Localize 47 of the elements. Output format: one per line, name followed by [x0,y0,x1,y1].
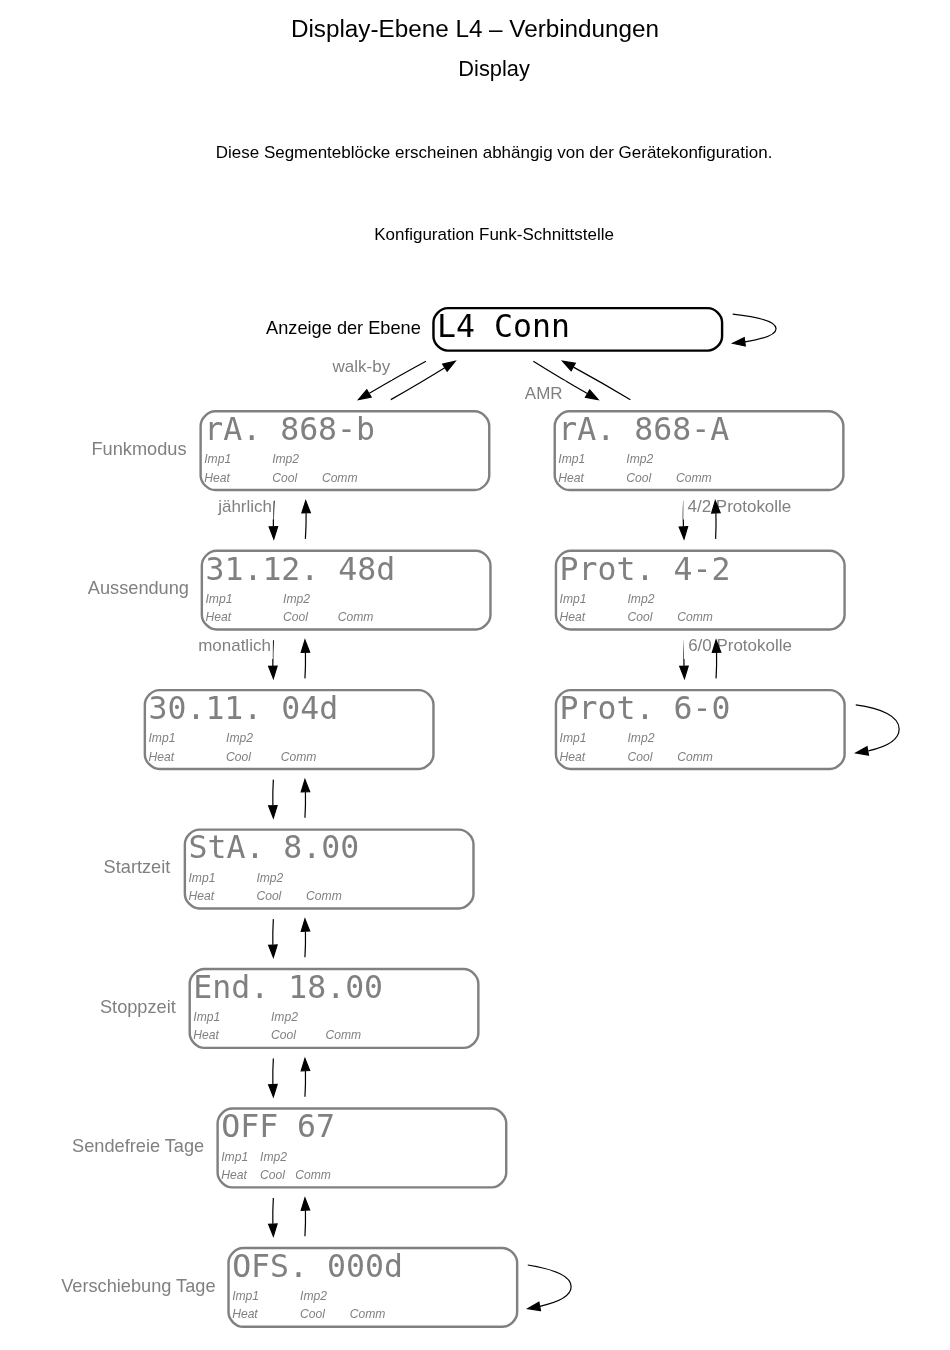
arrow [730,313,777,347]
arrow [267,1057,278,1099]
node-box: 30.11. 04d Imp1 Imp2 Heat Cool Comm [143,688,435,771]
node-box: End. 18.00 Imp1 Imp2 Heat Cool Comm [188,967,480,1050]
node-label: Funkmodus [91,438,187,459]
edge-label: 4/2 Protokolle [687,496,792,516]
node-box: Prot. 6-0 Imp1 Imp2 Heat Cool Comm [554,688,846,771]
node-label: Verschiebung Tage [61,1275,216,1296]
node-label: Anzeige der Ebene [266,317,421,338]
edge-label: AMR [524,383,563,403]
arrow [532,360,600,401]
arrow [711,638,722,679]
node-box: StA. 8.00 Imp1 Imp2 Heat Cool Comm [183,828,475,910]
label: Diese Segmenteblöcke erscheinen abhängig von der Gerätekonfiguration. [215,143,773,163]
arrow [300,777,311,819]
arrow [560,360,631,401]
node-box: L4 Conn [432,306,724,352]
node-box: Prot. 4-2 Imp1 Imp2 Heat Cool Comm [554,549,846,631]
node-label: Startzeit [103,857,171,878]
label: Konfiguration Funk-Schnittstelle [374,225,614,245]
edge-label: monatlich [198,636,271,656]
arrow [853,704,900,756]
edge-label: 6/0 Protokolle [688,636,792,656]
arrow [301,498,312,540]
edge-label: jährlich [218,496,272,516]
arrow [267,1197,278,1239]
arrow [710,498,721,540]
node-label: Sendefreie Tage [72,1136,205,1157]
node-label: Stoppzeit [99,996,176,1017]
diagram-title: Display-Ebene L4 – Verbindungen [290,15,660,43]
node-box: rA. 868-A Imp1 Imp2 Heat Cool Comm [553,410,845,492]
arrow [356,360,427,401]
arrow [267,918,278,960]
node-label: Aussendung [87,578,189,599]
arrow [390,360,457,401]
arrow [525,1264,572,1312]
label: Display [458,56,530,82]
arrow [300,1056,311,1098]
node-box: OFF 67 Imp1 Imp2 Heat Cool Comm [216,1107,508,1189]
node-box: 31.12. 48d Imp1 Imp2 Heat Cool Comm [200,549,492,631]
node-box: rA. 868-b Imp1 Imp2 Heat Cool Comm [199,410,491,492]
node-box: OFS. 000d Imp1 Imp2 Heat Cool Comm [227,1246,519,1329]
arrow [300,638,311,679]
arrow [300,1196,311,1237]
arrow [267,779,278,820]
arrow [300,917,311,958]
edge-label: walk-by [332,357,391,377]
